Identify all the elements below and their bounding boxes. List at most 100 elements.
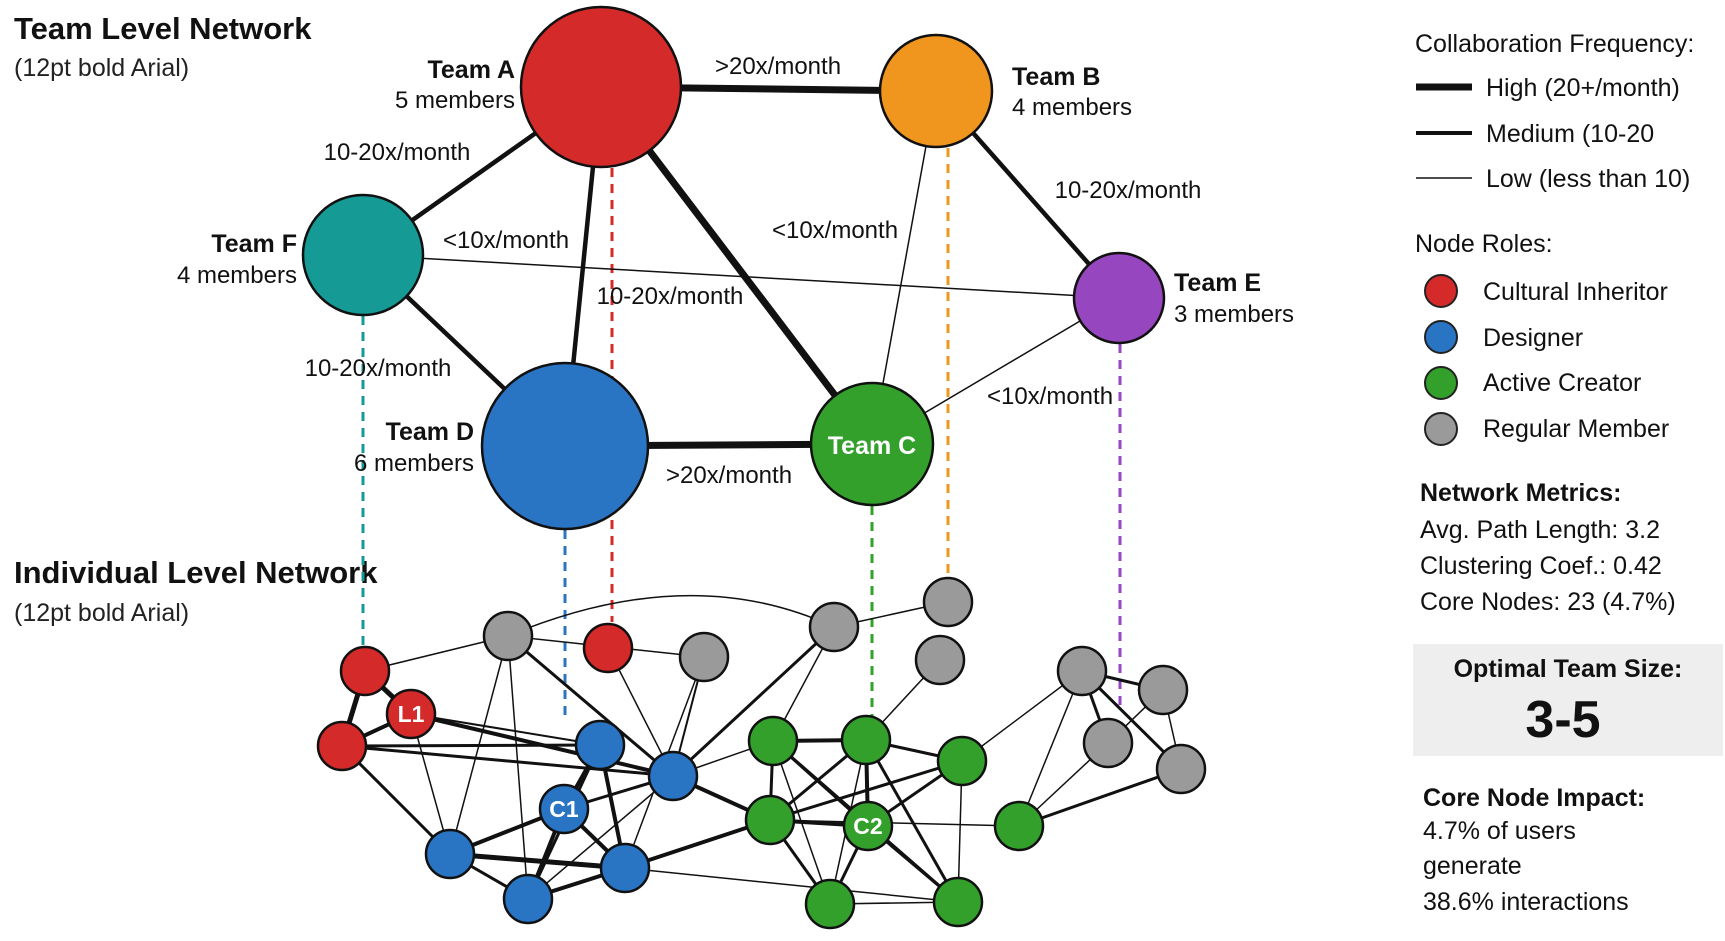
individual-node[interactable] [744,794,796,846]
individual-node[interactable] [647,750,699,802]
core-node-impact-line-3: 38.6% interactions [1423,888,1629,916]
team-f-node[interactable] [301,193,425,317]
individual-node[interactable] [914,634,966,686]
individual-node-l1[interactable] [385,688,437,740]
team-f-name: Team F [211,230,297,258]
cultural-inheritor-swatch [1424,274,1458,308]
individual-node[interactable] [747,715,799,767]
individual-node[interactable] [316,720,368,772]
individual-edge [341,744,674,778]
team-e-node[interactable] [1072,251,1166,345]
network-metrics-title: Network Metrics: [1420,479,1621,507]
link-label-a-b: >20x/month [715,53,841,80]
team-b-members: 4 members [1012,94,1132,121]
individual-node[interactable] [1137,664,1189,716]
avg-path-length: Avg. Path Length: 3.2 [1420,516,1660,544]
core-node-impact-line-1: 4.7% of users [1423,817,1576,845]
core-nodes-count: Core Nodes: 23 (4.7%) [1420,588,1676,616]
individual-node[interactable] [840,714,892,766]
individual-node[interactable] [339,645,391,697]
individual-edge [769,819,1020,827]
individual-node[interactable] [804,878,856,930]
individual-node[interactable] [502,873,554,925]
individual-node[interactable] [582,622,634,674]
active-creator-label: Active Creator [1483,369,1641,397]
individual-node[interactable] [808,601,860,653]
individual-edge [624,867,959,903]
individual-edge [507,634,674,778]
medium-frequency-label: Medium (10-20 [1486,120,1654,148]
optimal-team-size-background [1413,644,1723,756]
optimal-team-size-value: 3-5 [1525,691,1600,749]
individual-node[interactable] [1056,645,1108,697]
individual-node[interactable] [599,842,651,894]
individual-node-label: L1 [398,701,425,727]
individual-node[interactable] [922,576,974,628]
individual-node-c1[interactable] [538,783,590,835]
team-e-name: Team E [1174,269,1261,297]
individual-edge [341,743,601,748]
frequency-legend: Collaboration Frequency: High (20+/month… [1415,30,1694,193]
individual-node[interactable] [574,719,626,771]
low-frequency-label: Low (less than 10) [1486,165,1690,193]
individual-node[interactable] [993,800,1045,852]
active-creator-swatch [1424,366,1458,400]
individual-node[interactable] [936,735,988,787]
link-label-d-c: >20x/month [666,462,792,489]
team-a-node[interactable] [519,5,683,169]
individual-node-label: C1 [549,796,579,822]
link-label-a-c: 10-20x/month [597,283,744,310]
link-label-b-e: 10-20x/month [1055,177,1202,204]
individual-node[interactable] [1082,717,1134,769]
individual-node-c2[interactable] [842,800,894,852]
team-d-members: 6 members [354,450,474,477]
individual-node-label: C2 [853,813,882,839]
individual-edge [449,635,509,855]
high-frequency-label: High (20+/month) [1486,74,1680,102]
team-level-title: Team Level Network [14,11,312,46]
regular-member-label: Regular Member [1483,415,1669,443]
individual-edge [527,775,674,900]
optimal-team-size-box: Optimal Team Size: 3-5 [1413,644,1723,756]
team-c-node[interactable] [809,381,935,507]
individual-node[interactable] [932,876,984,928]
optimal-team-size-title: Optimal Team Size: [1454,655,1683,683]
individual-level-title: Individual Level Network [14,555,378,590]
link-label-b-c: <10x/month [772,217,898,244]
individual-edge [864,739,960,903]
team-b-node[interactable] [878,33,994,149]
individual-edge [410,713,601,746]
individual-node[interactable] [424,828,476,880]
individual-edge [449,851,626,871]
roles-legend-title: Node Roles: [1415,230,1553,258]
team-d-node[interactable] [480,361,650,531]
team-a-name: Team A [427,56,515,84]
individual-edge [1018,767,1182,828]
team-d-name: Team D [386,418,474,446]
individual-edge [507,635,529,900]
team-labels: Team A 5 members Team B 4 members Team C… [177,56,1294,477]
team-level-subtitle: (12pt bold Arial) [14,54,189,82]
individual-edge [1018,670,1083,827]
team-nodes [301,5,1166,531]
core-node-impact-line-2: generate [1423,852,1522,880]
network-metrics: Network Metrics: Avg. Path Length: 3.2 C… [1420,479,1676,616]
individual-node[interactable] [482,610,534,662]
team-a-members: 5 members [395,87,515,114]
team-b-name: Team B [1012,63,1100,91]
cultural-inheritor-label: Cultural Inheritor [1483,278,1668,306]
designer-label: Designer [1483,324,1583,352]
individual-node[interactable] [678,631,730,683]
team-link-f-e [362,254,1120,299]
team-e-members: 3 members [1174,301,1294,328]
link-label-f-d: 10-20x/month [305,355,452,382]
individual-node[interactable] [1155,743,1207,795]
regular-member-swatch [1424,412,1458,446]
link-label-e-c: <10x/month [987,383,1113,410]
individual-level-subtitle: (12pt bold Arial) [14,599,189,627]
individual-edge [769,759,963,822]
designer-swatch [1424,320,1458,354]
link-label-f-e: <10x/month [443,227,569,254]
